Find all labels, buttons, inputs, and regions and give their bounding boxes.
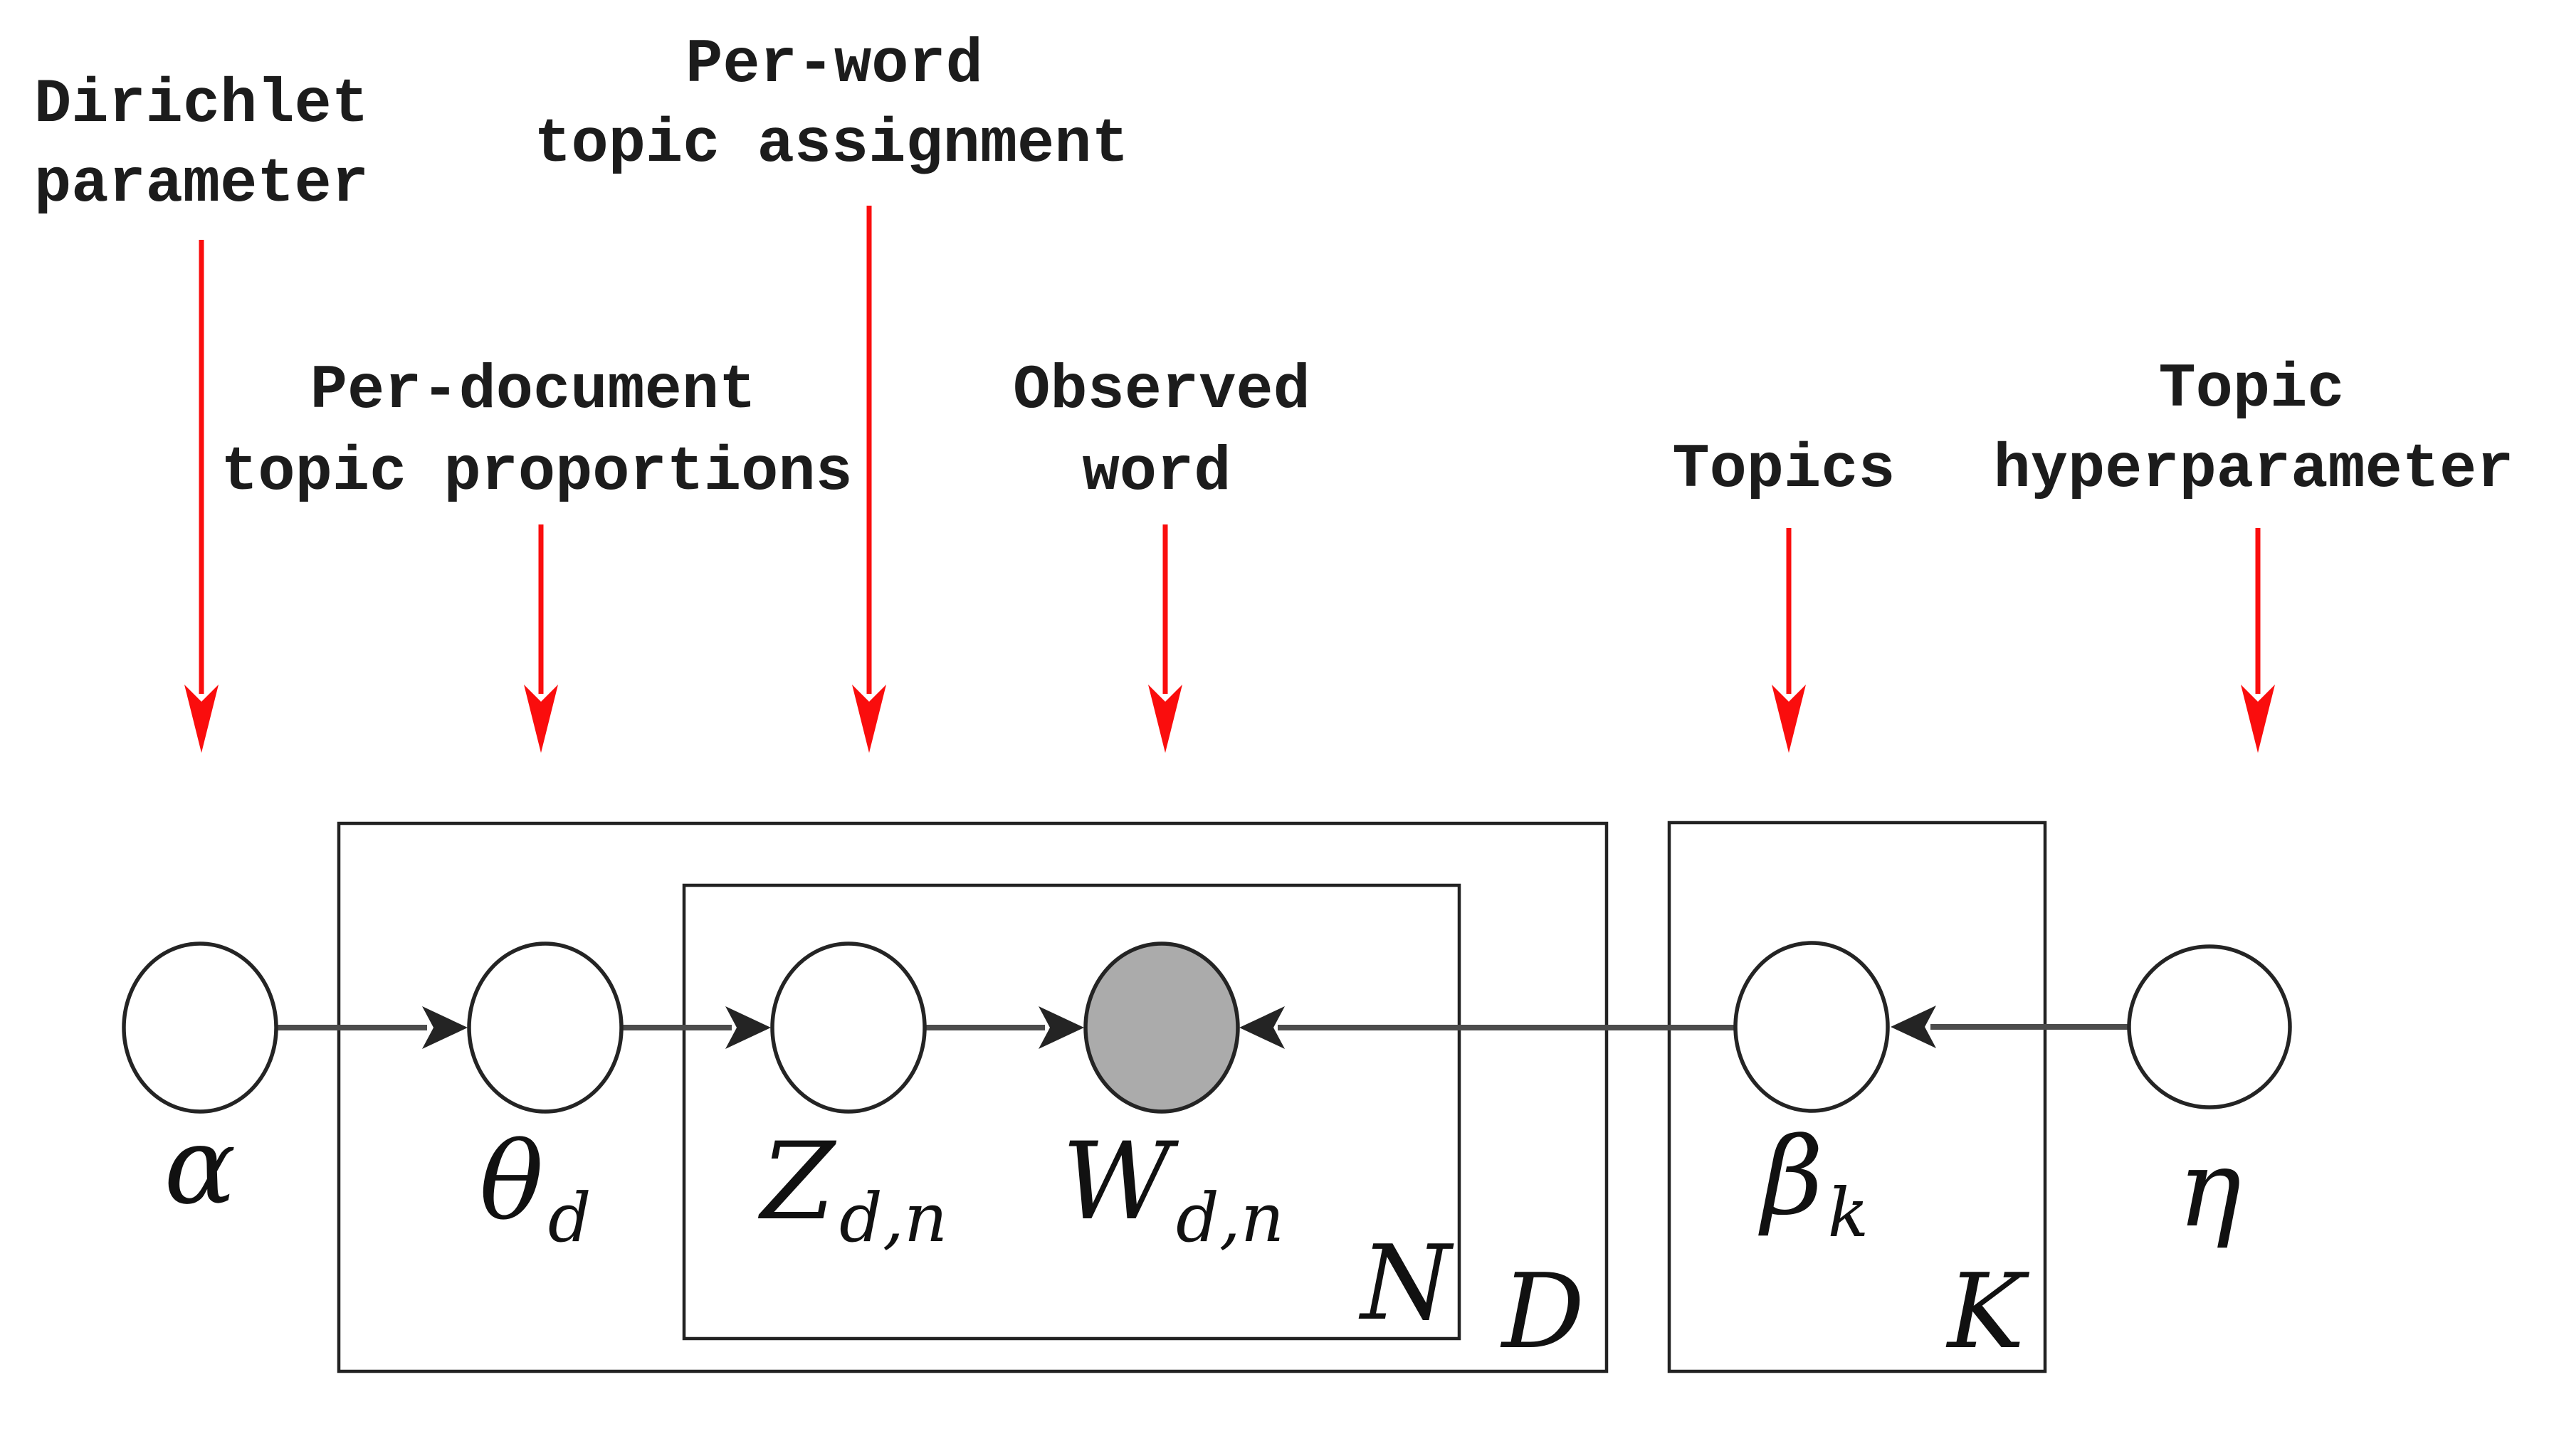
- arrow-head-icon: [1239, 1006, 1285, 1049]
- symbol: Z: [758, 1120, 837, 1244]
- annotation-line: Per-document: [310, 357, 757, 426]
- arrow-head-icon: [1039, 1006, 1084, 1049]
- annotation-line: parameter: [34, 150, 369, 220]
- pointer-arrow-per-word-topic-assignment: [852, 206, 886, 753]
- edge-z-to-w: [926, 1006, 1084, 1049]
- plate-K-box: [1667, 821, 2047, 1373]
- label-alpha: α: [164, 1104, 236, 1228]
- label-theta-d: θd: [479, 1120, 591, 1257]
- symbol-subscript: k: [1828, 1174, 1869, 1252]
- annotation-line: Topics: [1672, 436, 1895, 505]
- plate-N-label: N: [1359, 1223, 1455, 1344]
- annotation-observed-word: Observed word: [1013, 357, 1310, 508]
- annotation-line: Topic: [2158, 355, 2344, 425]
- annotation-line: hyperparameter: [1994, 436, 2514, 505]
- annotation-per-word-topic-assignment: Per-word topic assignment: [534, 31, 1128, 180]
- arrow-head-icon: [1891, 1006, 1936, 1048]
- pointer-arrow-per-document-topic-proportions: [524, 524, 558, 753]
- annotation-topic-hyperparameter: Topic hyperparameter: [1994, 355, 2514, 505]
- label-w-dn: Wd,n: [1062, 1120, 1284, 1257]
- symbol: α: [164, 1104, 236, 1228]
- label-z-dn: Zd,n: [758, 1120, 947, 1257]
- edge-alpha-to-theta: [278, 1006, 468, 1049]
- edge-beta-to-w: [1239, 1006, 1734, 1049]
- annotation-topics: Topics: [1672, 436, 1895, 505]
- node-z-dn: [770, 941, 927, 1114]
- plate-D-box: [337, 821, 1609, 1373]
- node-theta-d: [467, 941, 624, 1114]
- annotation-line: Dirichlet: [34, 70, 369, 140]
- annotation-dirichlet-parameter: Dirichlet parameter: [34, 70, 369, 220]
- plate-D-label: D: [1500, 1252, 1585, 1372]
- label-beta-k: βk: [1758, 1115, 1869, 1252]
- symbol: θ: [479, 1120, 543, 1244]
- edge-eta-to-beta: [1891, 1006, 2132, 1048]
- red-arrow-head-icon: [524, 685, 558, 753]
- plate-K-label: K: [1945, 1252, 2030, 1372]
- pointer-arrow-observed-word: [1148, 524, 1182, 753]
- node-w-dn-observed: [1083, 941, 1240, 1114]
- pointer-arrow-topics: [1772, 528, 1806, 753]
- annotation-line: Per-word: [685, 31, 983, 100]
- annotation-per-document-topic-proportions: Per-document topic proportions: [221, 357, 853, 508]
- red-arrow-head-icon: [2241, 685, 2275, 753]
- node-beta-k: [1733, 941, 1890, 1113]
- pointer-arrow-dirichlet-parameter: [184, 240, 219, 753]
- red-arrow-head-icon: [1148, 685, 1182, 753]
- annotation-line: topic assignment: [534, 110, 1128, 180]
- pointer-arrow-topic-hyperparameter: [2241, 528, 2275, 753]
- annotation-line: topic proportions: [221, 438, 853, 508]
- symbol-subscript: d,n: [1176, 1179, 1284, 1257]
- arrow-head-icon: [422, 1006, 468, 1049]
- plate-N-box: [682, 883, 1461, 1341]
- red-arrow-head-icon: [1772, 685, 1806, 753]
- red-arrow-head-icon: [852, 685, 886, 753]
- annotation-line: Observed: [1013, 357, 1310, 426]
- red-arrow-head-icon: [184, 685, 219, 753]
- symbol-subscript: d,n: [839, 1179, 947, 1257]
- annotation-line: word: [1083, 438, 1231, 508]
- symbol: η: [2177, 1127, 2242, 1251]
- node-alpha: [122, 941, 278, 1114]
- symbol: β: [1758, 1115, 1824, 1239]
- arrow-head-icon: [725, 1006, 771, 1049]
- node-eta: [2127, 944, 2292, 1109]
- symbol: W: [1062, 1120, 1179, 1244]
- label-eta: η: [2177, 1127, 2242, 1251]
- symbol-subscript: d: [548, 1179, 592, 1257]
- edge-theta-to-z: [623, 1006, 771, 1049]
